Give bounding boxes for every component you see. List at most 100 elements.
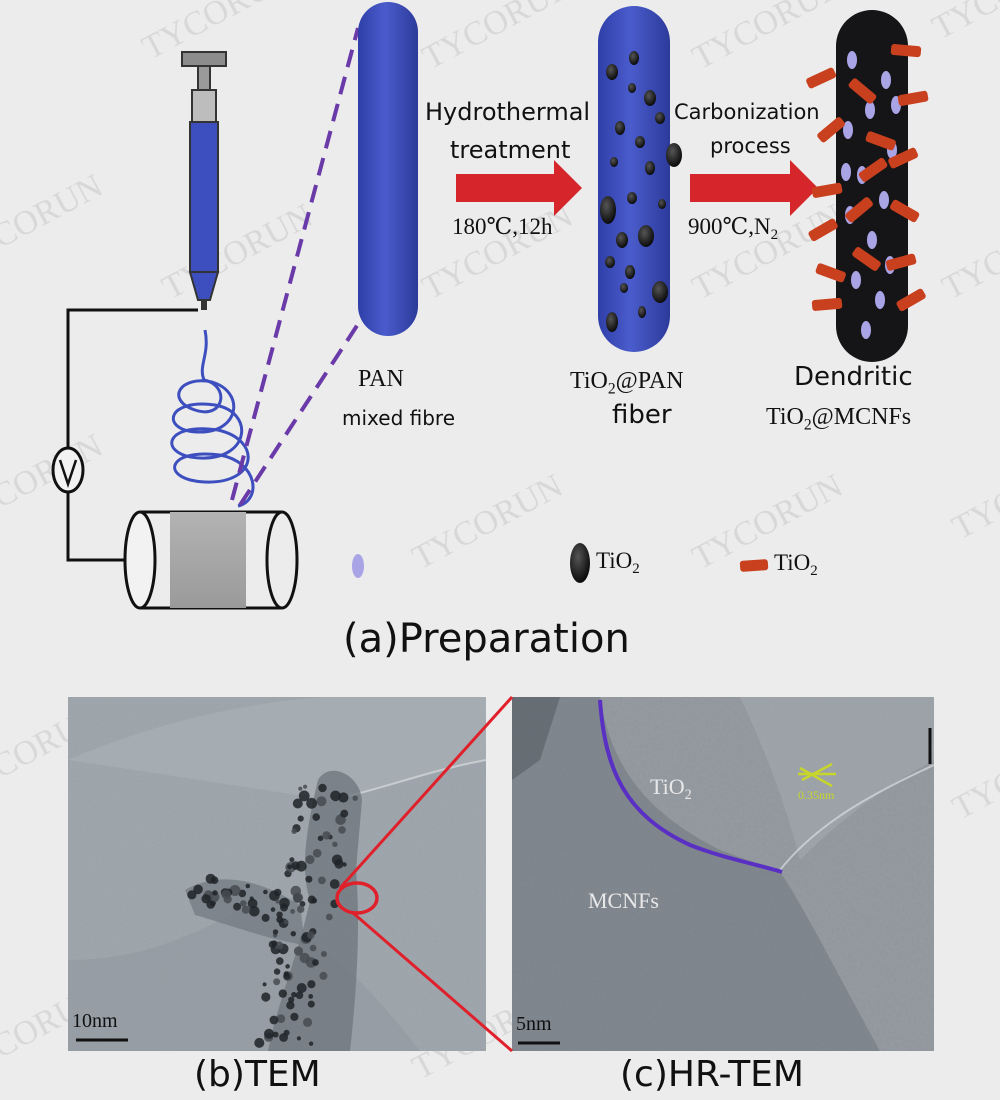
- tem-nanoparticle: [308, 1041, 314, 1046]
- magnifier-lines: [335, 695, 514, 1053]
- tem-nanoparticle: [299, 901, 306, 907]
- dendritic-fiber: [806, 10, 929, 362]
- tio2-rod: [865, 131, 896, 151]
- tem-nanoparticle: [276, 957, 284, 965]
- tem-nanoparticle: [312, 848, 322, 858]
- tio2-rod: [858, 157, 888, 182]
- panel-c-hrtem-image: [512, 697, 935, 1051]
- tem-nanoparticle: [298, 786, 303, 791]
- tem-nanoparticle: [330, 790, 341, 802]
- tem-nanoparticle: [261, 913, 270, 922]
- tem-nanoparticle: [340, 809, 349, 818]
- tem-nanoparticle: [338, 792, 349, 803]
- tio2-particle: [625, 265, 635, 279]
- tio2-particle: [600, 196, 616, 224]
- lattice-spacing-label: 0.35nm: [798, 788, 835, 802]
- tem-nanoparticle: [303, 1017, 313, 1027]
- caption-a: (a)Preparation: [343, 616, 630, 662]
- watermark-text: TYCORUN: [946, 437, 1000, 547]
- tem-nanoparticle: [296, 1036, 301, 1041]
- pore-mark: [851, 271, 861, 289]
- watermark-text: TYCORUN: [936, 197, 1000, 307]
- tem-nanoparticle: [276, 911, 283, 918]
- arrow-carbonization: [690, 160, 818, 216]
- mixed-fibre-label: mixed fibre: [342, 406, 455, 430]
- tem-nanoparticle: [297, 905, 305, 913]
- tem-nanoparticle: [193, 884, 203, 895]
- electrospinning-jet: [170, 329, 255, 508]
- tio2-rod: [845, 197, 873, 223]
- tem-nanoparticle: [276, 1014, 286, 1023]
- tio2-particle: [616, 232, 628, 248]
- pore-mark: [843, 121, 853, 139]
- tem-nanoparticle: [297, 815, 304, 822]
- tio2-particle: [638, 225, 654, 247]
- tio2-rod: [848, 78, 877, 104]
- panel-a-preparation: [51, 2, 929, 610]
- tem-nanoparticle: [312, 959, 319, 966]
- tio2-particle: [655, 112, 665, 124]
- tem-nanoparticle: [247, 898, 258, 909]
- tem-nanoparticle: [254, 1037, 265, 1048]
- lattice-fringe-marker: [798, 762, 836, 788]
- tem-nanoparticle: [296, 983, 307, 993]
- tem-nanoparticle: [342, 862, 347, 867]
- tio2-particle: [658, 199, 666, 209]
- hydrothermal-label-line2: treatment: [450, 136, 571, 164]
- watermark-text: TYCORUN: [156, 197, 318, 307]
- watermark-text: TYCORUN: [946, 717, 1000, 827]
- tio2-particle: [606, 312, 618, 332]
- tem-nanoparticle: [279, 897, 290, 909]
- tem-nanoparticle: [308, 994, 314, 999]
- tem-nanoparticle: [319, 971, 328, 980]
- tem-nanoparticle: [290, 1012, 299, 1021]
- tem-nanoparticle: [292, 798, 303, 809]
- tem-nanoparticle: [285, 964, 290, 969]
- carbonization-label-line2: process: [710, 134, 791, 158]
- pore-mark: [881, 71, 891, 89]
- tio2-particle: [644, 90, 656, 106]
- tem-nanoparticle: [278, 989, 287, 998]
- tem-nanoparticle: [289, 857, 295, 863]
- tem-nanoparticle: [317, 835, 324, 842]
- voltage-source-icon: [51, 446, 85, 494]
- tem-nanoparticle: [318, 783, 327, 793]
- tio2-particle: [635, 136, 645, 148]
- tem-nanoparticle: [221, 889, 231, 900]
- tem-nanoparticle: [299, 952, 310, 964]
- fiber-label: fiber: [612, 400, 672, 430]
- pore-mark: [861, 321, 871, 339]
- tem-nanoparticle: [325, 913, 333, 921]
- tem-nanoparticle: [201, 894, 211, 904]
- tio2-rod: [811, 297, 843, 311]
- tio2-particle: [605, 256, 615, 268]
- tem-nanoparticle: [307, 931, 315, 940]
- tio2-pan-label: TiO2@PAN: [570, 368, 684, 398]
- tem-nanoparticle: [273, 968, 281, 975]
- tio2-rod: [888, 147, 919, 169]
- tio2-particle: [615, 121, 625, 135]
- tem-nanoparticle: [212, 890, 218, 896]
- zoom-dashed-lines: [230, 27, 364, 507]
- legend-pore-icon: [352, 554, 364, 578]
- tem-nanoparticle: [249, 906, 260, 917]
- tio2-rod: [890, 44, 922, 58]
- tem-nanoparticle: [318, 876, 326, 885]
- pore-mark: [847, 51, 857, 69]
- pan-fiber: [358, 2, 418, 336]
- tem-nanoparticle: [287, 864, 292, 870]
- tio2-region-label: TiO2: [650, 774, 692, 803]
- legend-tio2-particle-icon: [570, 543, 590, 583]
- tem-nanoparticle: [312, 813, 321, 821]
- tem-nanoparticle: [273, 978, 281, 986]
- pan-label: PAN: [358, 366, 404, 392]
- tem-nanoparticle: [270, 907, 276, 912]
- tem-nanoparticle: [329, 879, 340, 889]
- tem-nanoparticle: [288, 996, 295, 1003]
- hrtem-scale-label: 5nm: [516, 1013, 552, 1035]
- tem-nanoparticle: [331, 854, 343, 866]
- hydrothermal-label-line1: Hydrothermal: [425, 98, 591, 126]
- tio2-particle: [610, 157, 618, 167]
- tem-nanoparticle: [307, 980, 316, 989]
